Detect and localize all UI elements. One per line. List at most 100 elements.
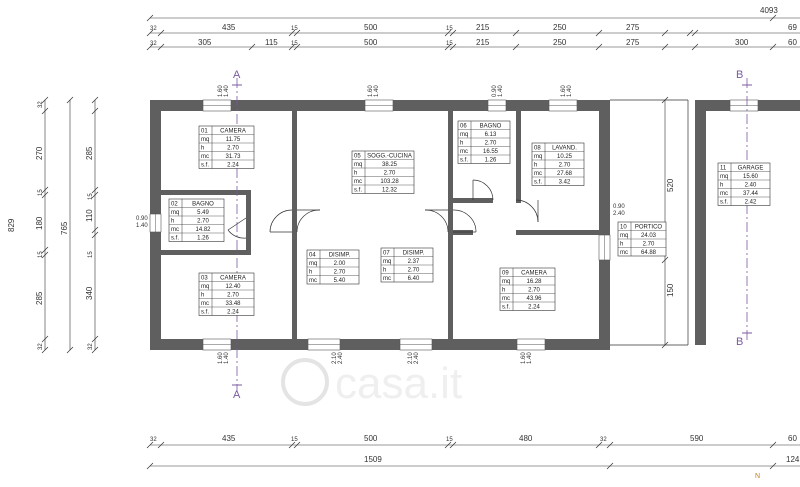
dimension-tick: [41, 107, 49, 115]
room-row-value: 2.00: [334, 261, 346, 267]
watermark-text: casa.it: [335, 359, 462, 408]
dim-l3-d: 15: [88, 251, 94, 258]
dim-left-total: 829: [7, 218, 16, 232]
room-row-value: 2.70: [384, 171, 396, 177]
section-b-top: B: [736, 69, 743, 81]
room-row-key: mc: [460, 149, 468, 155]
room-row-key: h: [171, 219, 174, 225]
room-name: CAMERA: [521, 271, 547, 277]
room-number: 11: [720, 166, 727, 172]
section-a-top: A: [233, 69, 241, 81]
room-row-value: 15.60: [743, 174, 759, 180]
room-number: 04: [309, 253, 316, 259]
win-top2-w: 1.60: [368, 85, 374, 97]
portico-outline: [610, 99, 689, 346]
dimension-tick: [91, 226, 99, 234]
room-row-value: 33.48: [225, 301, 241, 307]
dimension-tick: [606, 441, 614, 449]
dim-bot1-g: 32: [600, 437, 607, 443]
dimension-tick: [769, 43, 777, 51]
watermark-logo-icon: [281, 358, 329, 406]
dim-l1-c: 15: [38, 189, 44, 196]
room-name: SOGG.-CUCINA: [367, 154, 412, 160]
room-number: 06: [460, 124, 467, 130]
dimension-tick: [288, 29, 296, 37]
room-row-value: 5.40: [334, 278, 346, 284]
dim-bottom-total-right: 124: [786, 455, 800, 464]
dimension-tick: [146, 462, 154, 470]
room-row-value: 24.03: [641, 233, 657, 239]
dim-top1-c: 500: [364, 23, 378, 32]
dim-top1-a: 435: [222, 23, 236, 32]
dim-top2-f: 215: [476, 38, 490, 47]
room-row-value: 6.40: [408, 276, 420, 282]
room-row-key: mc: [534, 171, 542, 177]
room-row-value: 2.70: [334, 270, 346, 276]
room-row-value: 14.82: [195, 227, 211, 233]
room-name: BAGNO: [192, 202, 214, 208]
dim-top1-f: 250: [553, 23, 567, 32]
room-row-key: s.f.: [201, 163, 209, 169]
dim-l1-a: 32: [38, 101, 44, 108]
room-number: 07: [383, 251, 390, 257]
room-row-key: h: [309, 270, 312, 276]
win-left-w: 0.90: [136, 216, 148, 222]
room-row-key: s.f.: [201, 310, 209, 316]
dim-l1-d: 180: [35, 216, 44, 230]
dim-top1-b: 15: [291, 26, 298, 32]
dim-l1-e: 15: [38, 251, 44, 258]
left-dimension-col-2: 765: [60, 221, 69, 235]
dim-top-total: 4093: [760, 6, 778, 15]
room-row-key: mc: [201, 301, 209, 307]
room-row-key: s.f.: [720, 200, 728, 206]
dim-top2-start: 32: [150, 41, 157, 47]
dimension-tick: [686, 29, 694, 37]
room-row-key: mq: [354, 162, 362, 168]
room-row-value: 5.49: [197, 210, 209, 216]
dimension-tick: [91, 186, 99, 194]
dimension-tick: [661, 341, 669, 349]
room-row-value: 2.24: [227, 163, 239, 169]
dimension-tick: [595, 43, 603, 51]
win-top3-h: 1.40: [498, 85, 504, 97]
dimension-tick: [769, 14, 777, 22]
dimension-tick: [41, 246, 49, 254]
dimension-ticks: [41, 14, 777, 470]
dim-top2-b: 115: [265, 38, 278, 47]
room-row-key: h: [534, 163, 537, 169]
room-row-value: 16.28: [526, 279, 542, 285]
dimension-tick: [444, 441, 452, 449]
dim-top2-end: 60: [788, 38, 797, 47]
room-row-value: 6.13: [485, 132, 497, 138]
room-table-frame: [457, 120, 511, 164]
room-row-value: 2.70: [528, 288, 540, 294]
room-name: DISIMP.: [403, 251, 425, 257]
room-number: 01: [201, 129, 208, 135]
dim-l3-b: 15: [88, 193, 94, 200]
room-row-value: 103.28: [380, 179, 399, 185]
room-number: 03: [201, 276, 208, 282]
dim-top1-start: 32: [150, 26, 157, 32]
room-row-value: 2.70: [227, 146, 239, 152]
room-name: CAMERA: [220, 276, 246, 282]
bottom-dimension-row-1: 32 435 15 500 15 480 32 590 60: [150, 434, 797, 443]
room-row-value: 1.26: [485, 158, 497, 164]
room-row-key: mc: [309, 278, 317, 284]
room-row-key: s.f.: [502, 305, 510, 311]
dim-top2-i: 300: [735, 38, 749, 47]
dim-bot1-end: 60: [788, 434, 797, 443]
dimension-tick: [157, 43, 165, 51]
room-number: 09: [502, 271, 509, 277]
dim-bot1-e: 15: [446, 437, 453, 443]
dim-bottom-total: 1509: [364, 455, 382, 464]
room-row-key: mc: [620, 250, 628, 256]
win-top4-h: 1.40: [567, 85, 573, 97]
left-dimension-col-total: 829: [7, 218, 16, 232]
room-row-value: 3.42: [559, 180, 571, 186]
